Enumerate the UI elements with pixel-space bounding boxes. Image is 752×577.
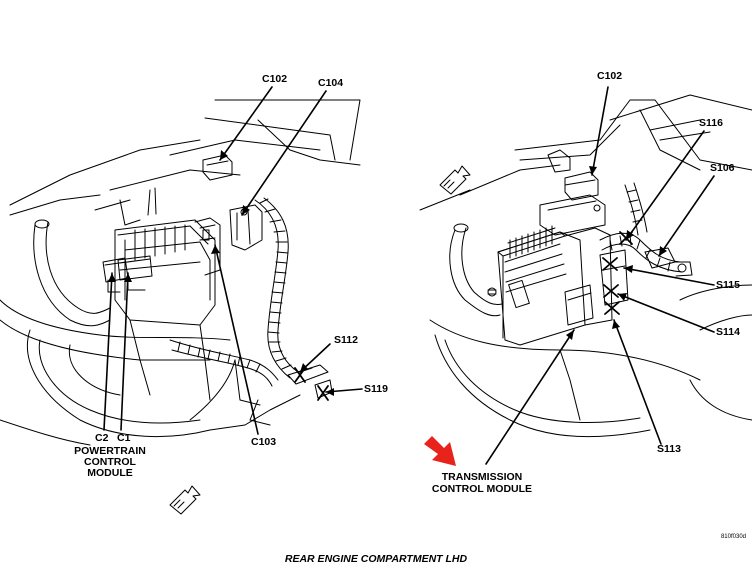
label-c1: C1: [117, 432, 131, 444]
splice-x-marks: [294, 231, 633, 401]
red-highlight-arrow: [424, 436, 456, 466]
label-tcm-line1: TRANSMISSION: [441, 471, 523, 483]
label-pcm-line2: CONTROL: [84, 456, 136, 468]
label-c2: C2: [95, 432, 109, 444]
label-c103: C103: [251, 436, 277, 448]
label-s112: S112: [334, 334, 358, 346]
label-s115: S115: [716, 279, 740, 291]
right-engine-bay-drawing: [419, 94, 752, 438]
label-s116: S116: [699, 117, 723, 129]
label-tcm-line2: CONTROL MODULE: [431, 483, 533, 495]
figure-code: 810f030d: [720, 534, 746, 540]
label-pcm-line1: POWERTRAIN: [74, 445, 146, 457]
label-c102-right: C102: [597, 70, 623, 82]
figure-caption: REAR ENGINE COMPARTMENT LHD: [284, 553, 468, 565]
label-s114: S114: [716, 326, 740, 338]
label-c102-left: C102: [262, 73, 288, 85]
callout-arrowheads: [108, 150, 667, 396]
label-s113: S113: [657, 443, 681, 455]
label-s106: S106: [710, 162, 735, 174]
label-pcm-line3: MODULE: [87, 467, 133, 479]
label-c104: C104: [318, 77, 344, 89]
left-engine-bay-drawing: [0, 99, 361, 515]
callout-leader-lines: [103, 86, 715, 465]
label-s119: S119: [364, 383, 388, 395]
